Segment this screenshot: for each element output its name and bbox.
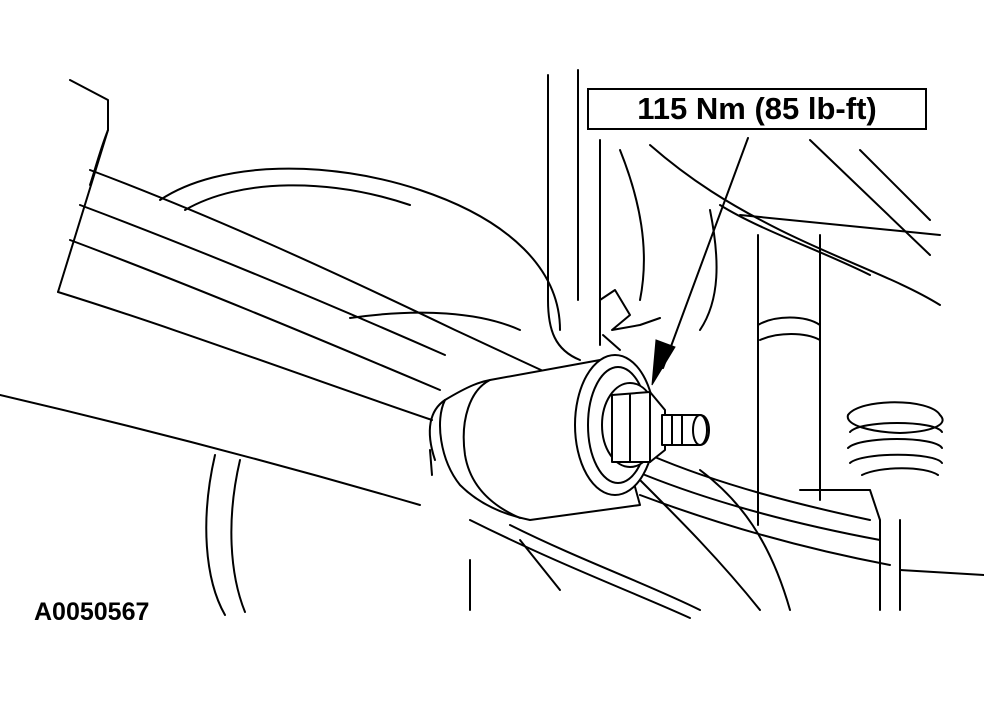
frame-bracket — [620, 140, 940, 330]
figure-id-label: A0050567 — [34, 598, 150, 626]
shock-body — [758, 235, 820, 525]
axle-frame — [470, 470, 984, 610]
hose-clip — [600, 290, 660, 350]
bolt-and-nut — [602, 383, 709, 467]
brake-drum — [160, 169, 560, 615]
torque-spec-callout: 115 Nm (85 lb-ft) — [587, 88, 927, 130]
bump-stop-bellows — [848, 402, 943, 475]
callout-leader-arrow — [652, 138, 748, 385]
leaf-spring — [0, 80, 890, 618]
torque-spec-text: 115 Nm (85 lb-ft) — [637, 91, 877, 126]
shock-absorber-rod — [548, 70, 600, 360]
